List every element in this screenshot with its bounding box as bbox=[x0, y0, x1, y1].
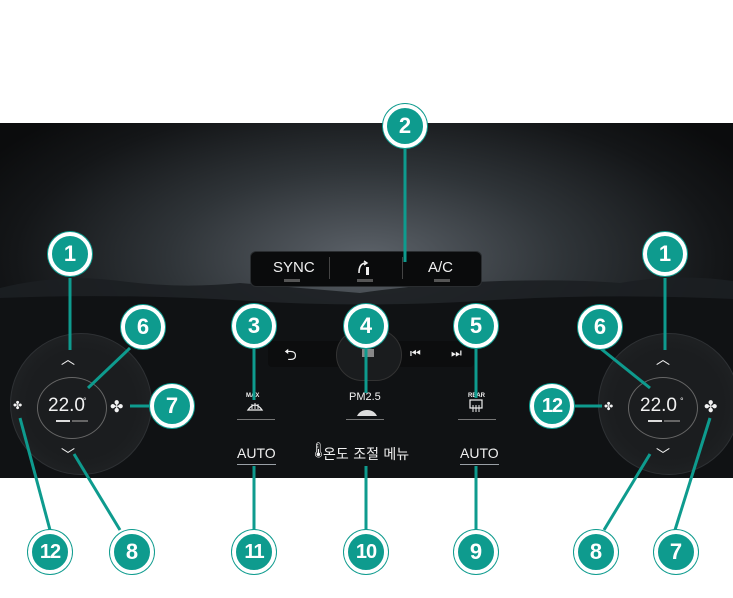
left-temp-down-icon[interactable]: ﹀ bbox=[61, 447, 75, 463]
right-fan-icon[interactable]: ✤ bbox=[604, 401, 614, 413]
home-icon bbox=[362, 349, 374, 357]
front-defrost-icon[interactable] bbox=[246, 399, 264, 417]
callout-12-right: 12 bbox=[530, 384, 574, 428]
callout-7-right: 7 bbox=[654, 530, 698, 574]
callout-12-left: 12 bbox=[28, 530, 72, 574]
callout-8-right: 8 bbox=[574, 530, 618, 574]
ac-button[interactable]: A/C bbox=[428, 259, 454, 276]
callout-1-right: 1 bbox=[643, 232, 687, 276]
air-purifier-icon[interactable] bbox=[356, 405, 378, 423]
callout-7-left: 7 bbox=[150, 384, 194, 428]
sync-indicator bbox=[284, 279, 300, 282]
recirculation-icon[interactable] bbox=[356, 259, 374, 282]
left-temp-up-icon[interactable]: ︿ bbox=[61, 351, 75, 367]
left-temp-value: 22.0 bbox=[48, 395, 85, 416]
right-temp-down-icon[interactable]: ﹀ bbox=[656, 447, 670, 463]
callout-10: 10 bbox=[344, 530, 388, 574]
callout-5: 5 bbox=[454, 304, 498, 348]
pm25-label: PM2.5 bbox=[349, 391, 381, 403]
thermometer-icon: 🌡︎ bbox=[309, 442, 329, 459]
next-track-icon[interactable]: ⏭ bbox=[451, 346, 462, 360]
right-temp-up-icon[interactable]: ︿ bbox=[656, 351, 670, 367]
callout-9: 9 bbox=[454, 530, 498, 574]
callout-4: 4 bbox=[344, 304, 388, 348]
rear-defrost-icon[interactable] bbox=[468, 399, 484, 418]
callout-3: 3 bbox=[232, 304, 276, 348]
callout-6-left: 6 bbox=[121, 305, 165, 349]
temperature-menu-button[interactable]: 온도 조절 메뉴 bbox=[323, 447, 410, 463]
right-fan-speed-icon[interactable]: ✤ bbox=[704, 399, 718, 416]
callout-2: 2 bbox=[383, 104, 427, 148]
auto-left-button[interactable]: AUTO bbox=[237, 445, 276, 465]
previous-track-icon[interactable]: ⏮ bbox=[410, 346, 421, 360]
right-temp-value: 22.0 bbox=[640, 395, 677, 416]
sync-button[interactable]: SYNC bbox=[273, 259, 315, 276]
callout-8-left: 8 bbox=[110, 530, 154, 574]
auto-right-button[interactable]: AUTO bbox=[460, 445, 499, 465]
back-icon[interactable]: ⮌ bbox=[284, 347, 297, 364]
callout-11: 11 bbox=[232, 530, 276, 574]
callout-1-left: 1 bbox=[48, 232, 92, 276]
left-fan-speed-icon[interactable]: ✤ bbox=[110, 399, 124, 416]
callout-6-right: 6 bbox=[578, 305, 622, 349]
left-fan-icon[interactable]: ✤ bbox=[13, 400, 23, 412]
